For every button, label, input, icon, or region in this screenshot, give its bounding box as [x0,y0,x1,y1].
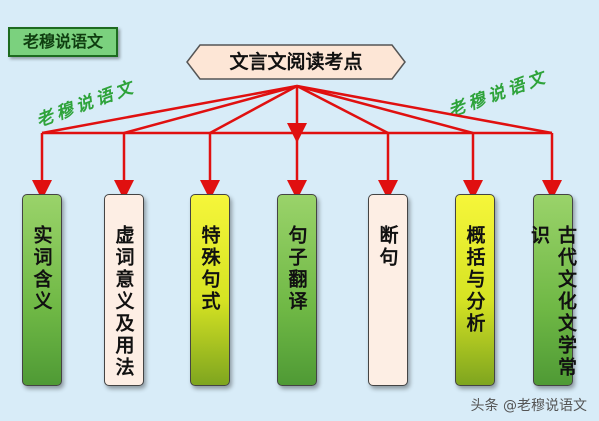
node-label: 实词含义 [30,225,53,313]
root-topic-label: 文言文阅读考点 [229,51,363,73]
node-label: 特殊句式 [198,225,221,313]
footer-credit: 头条 @老穆说语文 [470,398,587,414]
fan-arrow [123,84,298,135]
brand-badge: 老穆说语文 [8,27,118,57]
node-teshu-jushi: 特殊句式 [190,194,230,386]
node-duanju: 断句 [368,194,408,386]
node-label: 句子翻译 [285,225,308,313]
node-label: 虚词意义及用法 [112,225,135,379]
node-xuci-yiyi: 虚词意义及用法 [104,194,144,386]
node-shici-hanyi: 实词含义 [22,194,62,386]
node-label: 古代文化文学常识 [528,225,577,379]
fan-arrow [296,84,474,135]
node-wenhua-changshi: 古代文化文学常识 [528,194,577,386]
fan-arrow [209,84,298,135]
fan-arrow [296,84,553,135]
fan-arrow [296,84,389,135]
node-label: 概括与分析 [463,225,486,335]
node-juzi-fanyi: 句子翻译 [277,194,317,386]
node-gaikuo-fenxi: 概括与分析 [455,194,495,386]
node-label: 断句 [376,225,399,269]
root-topic: 文言文阅读考点 [186,44,406,80]
fan-arrow [41,84,298,135]
